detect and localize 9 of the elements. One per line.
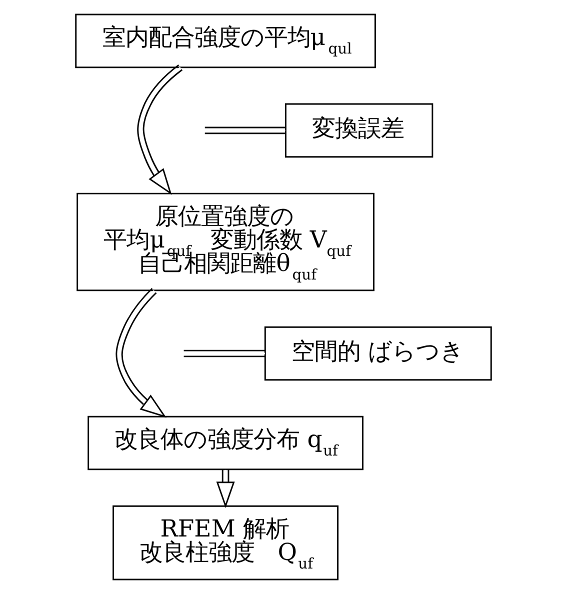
node-box: 空間的 ばらつき [264, 326, 492, 381]
node-box: RFEM 解析 改良柱強度 Q$_{uf}$ [112, 505, 338, 580]
node-box: 原位置強度の 平均μ$_{quf}$ 変動係数 V$_{quf}$ 自己相関距離θ$_{quf}$ [76, 192, 374, 292]
node-box: 変換誤差 [284, 103, 433, 158]
arrow [115, 288, 166, 418]
node-box: 改良体の強度分布 q$_{uf}$ [87, 416, 363, 470]
node-box: 室内配合強度の平均μ$_{qul}$ [74, 14, 376, 68]
arrow [136, 64, 182, 195]
arrow [216, 470, 234, 508]
